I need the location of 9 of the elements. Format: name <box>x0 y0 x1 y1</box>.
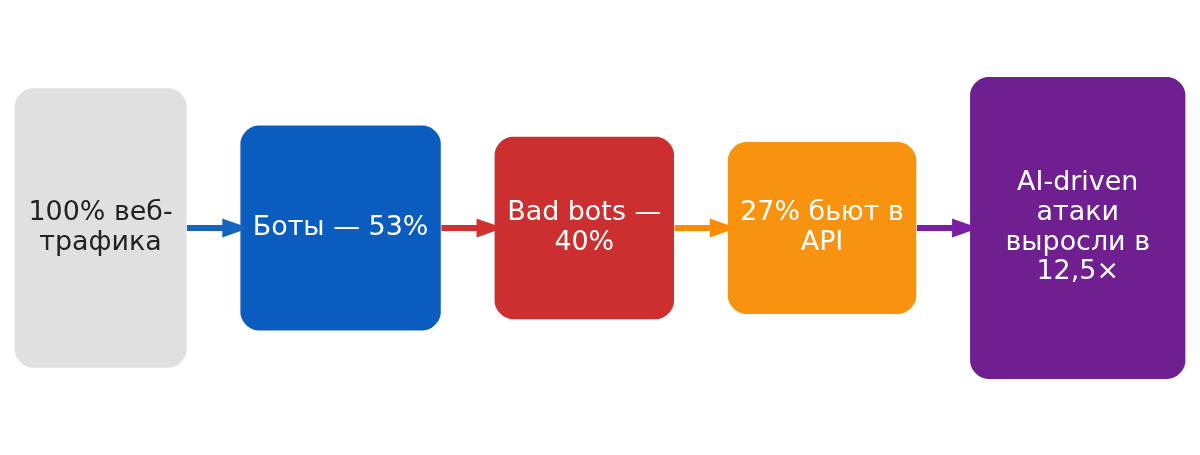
node-box: 27% бьют в API <box>727 141 917 314</box>
node-box: Bad bots — 40% <box>494 136 674 319</box>
arrow <box>186 218 250 237</box>
arrow <box>674 218 737 237</box>
node-box: 100% веб-трафика <box>14 87 187 368</box>
node-box: AI-driven атаки выросли в 12,5× <box>970 76 1186 379</box>
node-box: Боты — 53% <box>240 125 441 330</box>
arrow <box>441 218 504 237</box>
arrow <box>916 218 980 237</box>
